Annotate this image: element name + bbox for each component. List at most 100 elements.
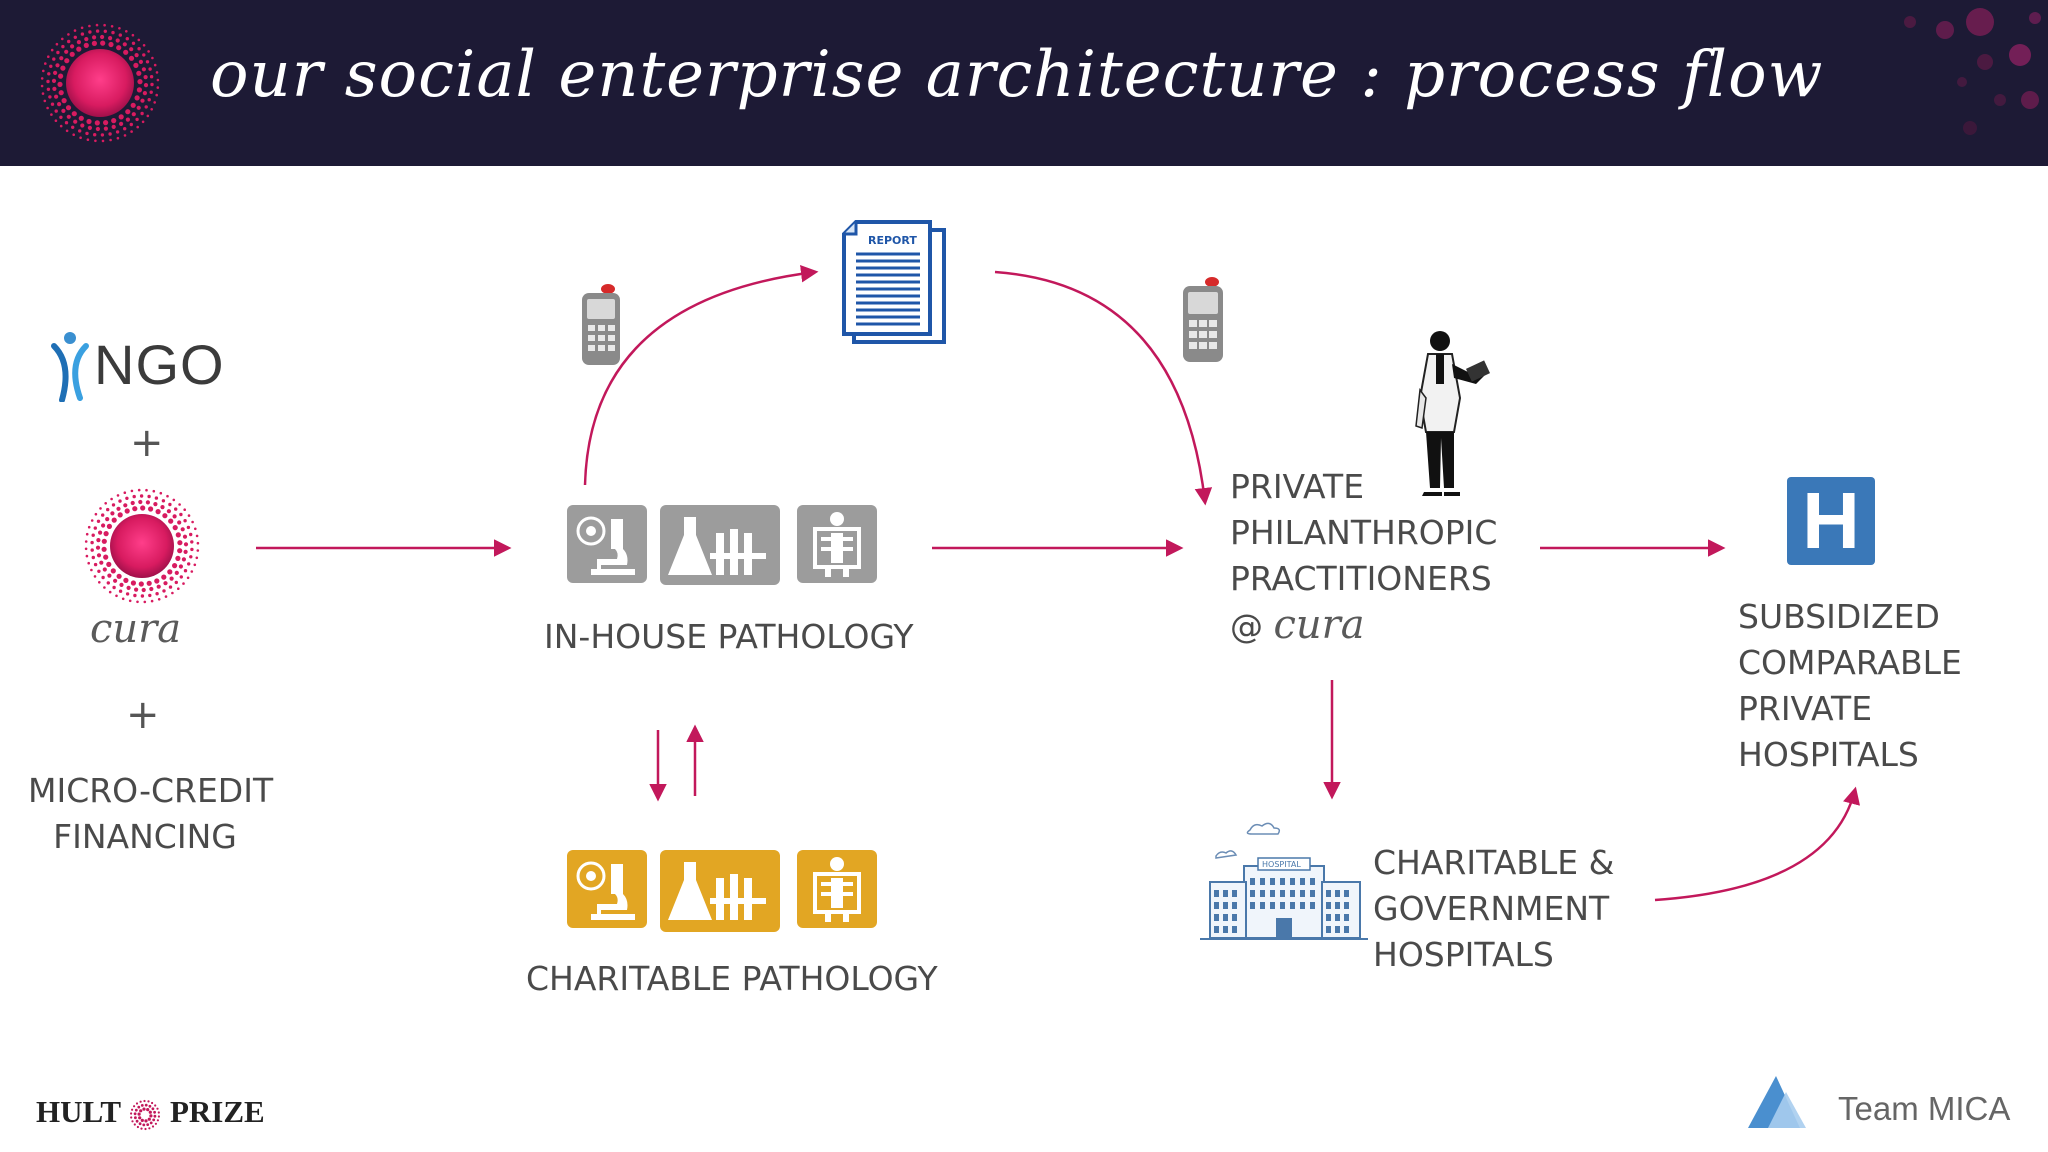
arrow-charitable-to-private-hospitals xyxy=(1654,786,1861,902)
logo-dot xyxy=(80,32,85,36)
lab-flask-icon xyxy=(668,517,766,575)
logo-dot xyxy=(58,90,64,96)
logo-dot xyxy=(150,108,153,111)
hospital-h-icon: H xyxy=(1787,477,1875,565)
hospital-window xyxy=(1335,926,1340,933)
hospital-window xyxy=(1310,890,1315,897)
logo-dot xyxy=(64,49,69,54)
hospital-window xyxy=(1280,878,1285,885)
logo-dot xyxy=(143,75,148,80)
logo-dot xyxy=(166,494,169,498)
logo-dot xyxy=(189,555,193,559)
logo-dot xyxy=(76,46,82,52)
hult-prize-logo: HULT PRIZE xyxy=(36,1094,265,1132)
logo-dot xyxy=(187,514,191,517)
logo-dot xyxy=(104,502,107,505)
logo-dot xyxy=(134,587,139,592)
logo-dot xyxy=(132,506,138,512)
microscope-tile xyxy=(567,850,647,928)
logo-dot xyxy=(140,1118,145,1122)
logo-dot xyxy=(123,577,129,583)
logo-dot xyxy=(145,1103,148,1107)
logo-dot xyxy=(121,597,125,601)
logo-dot xyxy=(180,527,185,532)
hospital-window xyxy=(1214,926,1219,933)
doctor-silhouette-icon xyxy=(1415,331,1490,496)
logo-dot xyxy=(145,60,150,64)
logo-dot xyxy=(178,503,181,506)
logo-dot xyxy=(179,575,183,579)
lab-flask-icon xyxy=(668,862,766,920)
logo-dot xyxy=(90,548,94,552)
logo-dot xyxy=(140,111,144,116)
logo-dot xyxy=(97,569,101,573)
logo-dot xyxy=(174,580,178,585)
logo-dot xyxy=(48,95,52,99)
logo-dot xyxy=(93,562,98,567)
logo-dot xyxy=(183,508,186,511)
hospital-window xyxy=(1335,902,1340,909)
logo-dot xyxy=(148,506,154,512)
logo-dot xyxy=(47,72,51,76)
plus-sign: + xyxy=(126,692,160,738)
logo-dot xyxy=(115,38,120,43)
logo-dot xyxy=(61,98,67,104)
logo-dot xyxy=(105,517,110,522)
logo-dot xyxy=(137,488,141,492)
logo-dot xyxy=(169,576,174,581)
logo-dot xyxy=(52,57,56,61)
hospital-window xyxy=(1250,890,1255,897)
logo-dot xyxy=(154,1104,157,1107)
logo-dot xyxy=(58,73,64,79)
logo-dot xyxy=(65,105,72,111)
logo-dot xyxy=(103,531,109,537)
logo-dot xyxy=(132,494,136,499)
logo-dot xyxy=(161,574,167,580)
logo-dot xyxy=(177,520,182,525)
logo-dot xyxy=(190,547,194,552)
logo-dot xyxy=(42,69,45,73)
charitable-hospitals-label: CHARITABLE & GOVERNMENT HOSPITALS xyxy=(1373,843,1615,974)
microscope-tile xyxy=(567,505,647,583)
logo-dot xyxy=(78,129,82,133)
logo-dot xyxy=(156,86,160,89)
logo-dot xyxy=(134,53,139,58)
logo-dot xyxy=(148,593,152,598)
logo-dot xyxy=(172,525,178,531)
logo-dot xyxy=(175,555,181,561)
logo-dot xyxy=(118,33,123,37)
logo-dot xyxy=(109,138,112,142)
logo-dot xyxy=(154,496,159,500)
logo-dot xyxy=(93,133,97,137)
hospital-window xyxy=(1223,890,1228,897)
logo-dot xyxy=(98,581,101,584)
logo-dot xyxy=(144,1127,147,1130)
hospital-window xyxy=(1290,902,1295,909)
hospital-window xyxy=(1270,902,1275,909)
xray-tile xyxy=(797,850,877,928)
logo-dot xyxy=(153,1110,157,1114)
logo-dot xyxy=(122,42,127,47)
logo-dot xyxy=(50,113,53,116)
logo-dot xyxy=(88,24,91,28)
logo-dot xyxy=(137,79,143,85)
hospital-sign-text: HOSPITAL xyxy=(1262,860,1301,869)
logo-dot xyxy=(92,35,97,40)
private-practitioners-label: PRIVATE PHILANTHROPIC PRACTITIONERS @ cu… xyxy=(1230,467,1498,648)
ngo-logo-icon xyxy=(51,332,89,402)
logo-dot xyxy=(141,587,146,593)
logo-dot xyxy=(86,118,92,125)
logo-dot xyxy=(139,494,144,498)
logo-dot xyxy=(182,534,188,539)
logo-dot xyxy=(51,78,57,83)
logo-dot xyxy=(50,48,54,52)
logo-dot xyxy=(155,93,158,97)
logo-dot xyxy=(95,545,101,550)
logo-dot xyxy=(78,115,84,121)
logo-dot xyxy=(61,44,65,49)
logo-dot xyxy=(178,564,183,569)
logo-dot xyxy=(99,507,102,510)
logo-dot xyxy=(133,1123,137,1126)
logo-dot xyxy=(179,512,183,517)
logo-dot xyxy=(145,500,150,505)
